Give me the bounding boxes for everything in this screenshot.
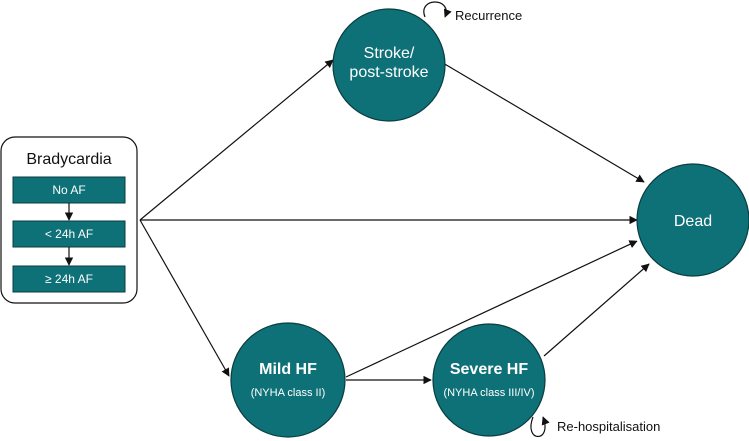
arrow-severe-hf-to-dead xyxy=(543,263,650,357)
node-severe-hf-label: Severe HF xyxy=(450,361,528,378)
arrow-bradycardia-to-mild-hf xyxy=(139,219,230,377)
node-mild-hf-label: Mild HF xyxy=(259,361,317,378)
node-mild-hf-sub: (NYHA class II) xyxy=(251,387,326,399)
self-loop-rehospitalisation xyxy=(530,416,550,438)
label-rehospitalisation: Re-hospitalisation xyxy=(557,419,660,434)
arrow-bradycardia-to-stroke xyxy=(139,59,334,221)
state-label-lt24h-af: < 24h AF xyxy=(45,227,93,241)
arrow-stroke-to-dead xyxy=(442,62,645,183)
node-mild-hf xyxy=(230,322,346,438)
node-stroke xyxy=(332,8,446,122)
label-recurrence: Recurrence xyxy=(455,8,522,23)
bradycardia-title: Bradycardia xyxy=(26,151,111,168)
state-label-no-af: No AF xyxy=(52,183,85,197)
node-stroke-line2: post-stroke xyxy=(349,64,428,81)
node-severe-hf-sub: (NYHA class III/IV) xyxy=(443,387,534,399)
arrow-mild-hf-to-dead xyxy=(345,240,638,378)
node-dead-label: Dead xyxy=(674,213,712,230)
state-label-gte24h-af: ≥ 24h AF xyxy=(45,272,93,286)
node-stroke-line1: Stroke/ xyxy=(364,45,415,62)
self-loop-recurrence xyxy=(423,1,452,18)
state-box-gte24h-af xyxy=(12,265,126,293)
state-box-lt24h-af xyxy=(12,220,126,248)
node-severe-hf xyxy=(432,323,546,437)
state-box-no-af xyxy=(12,176,126,204)
node-dead xyxy=(636,163,749,277)
